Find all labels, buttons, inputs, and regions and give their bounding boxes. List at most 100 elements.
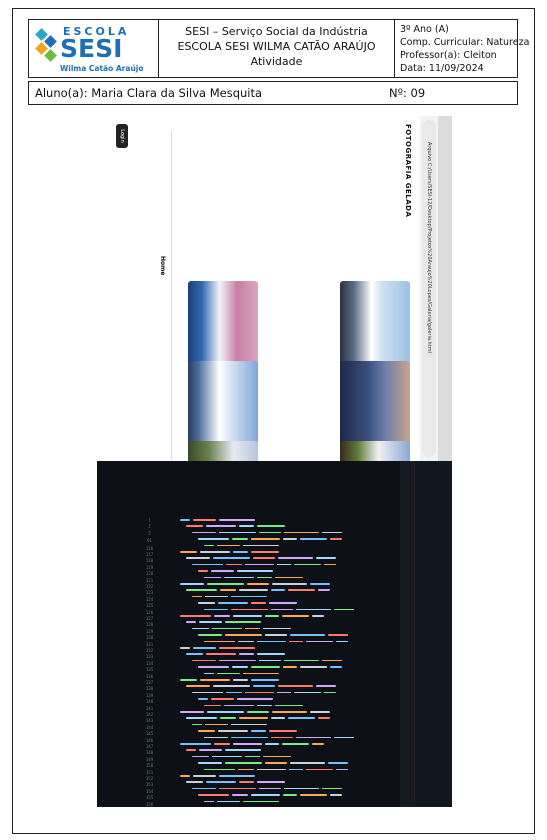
code-token	[290, 762, 325, 764]
code-token	[198, 762, 222, 764]
code-token	[233, 743, 262, 745]
code-token	[257, 640, 286, 643]
code-token	[204, 800, 214, 803]
editor-line-number: 138	[145, 686, 154, 692]
code-token	[192, 531, 216, 534]
curricular-component: Comp. Curricular: Natureza	[400, 37, 530, 48]
editor-line-number: 129	[145, 628, 154, 634]
code-token	[206, 525, 236, 527]
nav-separator	[171, 130, 172, 460]
code-token	[186, 653, 203, 655]
logo-cell: ESCOLA SESI Wilma Catão Araújo	[29, 20, 159, 77]
class-info-cell: 3º Ano (A) Comp. Curricular: Natureza Pr…	[395, 20, 530, 77]
logo-escola-text: ESCOLA	[63, 25, 130, 38]
browser-window: Arquivo C:/Users/SESI-12/Desktop/Projeto…	[97, 116, 452, 585]
code-token	[259, 787, 281, 790]
code-token	[211, 698, 234, 700]
code-token	[198, 794, 229, 796]
code-token	[180, 583, 204, 585]
code-token	[239, 525, 254, 527]
code-token	[284, 531, 319, 534]
editor-line-number: 144	[145, 724, 154, 730]
code-token	[243, 800, 279, 803]
code-token	[186, 621, 196, 623]
home-link[interactable]: Home	[159, 256, 166, 276]
code-token	[334, 736, 354, 739]
editor-tabs[interactable]	[400, 461, 414, 807]
code-token	[198, 666, 229, 668]
editor-line-number: 130	[145, 635, 154, 641]
code-token	[316, 557, 336, 559]
code-token	[204, 768, 235, 771]
code-token	[232, 794, 248, 796]
code-token	[322, 659, 342, 662]
code-token	[239, 589, 268, 591]
code-token	[247, 583, 269, 585]
code-token	[198, 634, 222, 636]
code-token	[239, 781, 254, 783]
code-token	[233, 679, 248, 681]
institution-cell: SESI – Serviço Social da Indústria ESCOL…	[159, 20, 395, 77]
editor-line-number: 122	[145, 584, 154, 590]
code-token	[204, 736, 228, 739]
code-token	[289, 768, 303, 771]
code-token	[219, 775, 255, 777]
logo-sesi-text: SESI	[60, 34, 123, 63]
code-token	[283, 666, 297, 668]
code-token	[322, 531, 342, 534]
code-token	[232, 538, 248, 540]
code-token	[237, 698, 273, 700]
code-token	[269, 730, 297, 732]
code-token	[257, 704, 272, 707]
code-token	[269, 602, 297, 604]
code-token	[296, 736, 331, 739]
code-token	[199, 621, 222, 623]
code-token	[336, 768, 348, 771]
code-token	[233, 615, 262, 617]
code-token	[251, 730, 266, 732]
browser-address-bar[interactable]: Arquivo C:/Users/SESI-12/Desktop/Projeto…	[422, 120, 436, 457]
code-token	[245, 691, 274, 694]
code-token	[218, 602, 248, 604]
code-token	[204, 640, 235, 643]
editor-line-number: 117	[145, 552, 154, 558]
code-token	[213, 557, 250, 559]
code-token	[231, 595, 267, 598]
code-token	[290, 634, 325, 636]
code-token	[192, 563, 223, 566]
code-token	[283, 538, 297, 540]
code-token	[192, 787, 216, 790]
code-token	[247, 711, 269, 713]
code-token	[283, 794, 297, 796]
code-token	[192, 691, 223, 694]
teacher-name: Professor(a): Cleiton	[400, 50, 497, 61]
code-token	[312, 615, 324, 617]
login-button[interactable]: Login	[116, 124, 128, 148]
editor-line-number: 3	[148, 530, 151, 536]
website-page: FOTOGRAFIA GELADA Home Login	[97, 116, 420, 585]
code-token	[294, 691, 321, 694]
code-token	[192, 627, 209, 630]
code-token	[278, 557, 313, 559]
code-token	[180, 615, 211, 617]
code-token	[328, 762, 348, 764]
code-token	[334, 608, 354, 611]
editor-line-number: 152	[145, 776, 154, 782]
editor-line-number: 132	[145, 648, 154, 654]
code-token	[257, 653, 285, 655]
code-token	[204, 672, 214, 675]
code-token	[265, 634, 287, 636]
code-token	[275, 704, 303, 707]
code-token	[265, 615, 279, 617]
student-number: Nº: 09	[389, 86, 426, 100]
editor-line-number: 119	[145, 564, 154, 570]
page-frame	[12, 8, 535, 834]
code-token	[198, 538, 229, 540]
code-token	[277, 691, 291, 694]
editor-line-number: 123	[145, 590, 154, 596]
code-token	[257, 525, 285, 527]
code-token	[300, 666, 327, 668]
code-token	[306, 768, 333, 771]
editor-line-number: 151	[145, 769, 154, 775]
